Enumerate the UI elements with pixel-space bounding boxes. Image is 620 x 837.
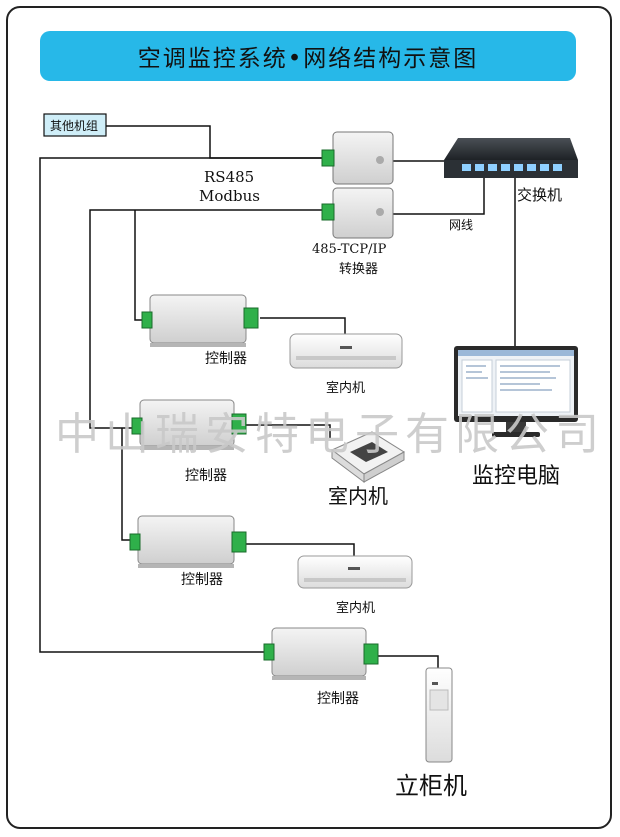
monitor-pc-label: 监控电脑 xyxy=(472,464,561,489)
cabinet-unit xyxy=(425,667,453,763)
title-banner: 空调监控系统•网络结构示意图 xyxy=(40,31,576,81)
indoor-unit-label-1: 室内机 xyxy=(326,381,366,396)
indoor-unit-3 xyxy=(297,555,413,589)
controller-label-1: 控制器 xyxy=(205,351,247,367)
modbus-label: Modbus xyxy=(199,187,260,205)
controller-device-2 xyxy=(131,399,247,450)
wire-branch-ctrl1 xyxy=(134,210,150,321)
controller-label-3: 控制器 xyxy=(181,572,223,588)
indoor-unit-label-3: 室内机 xyxy=(336,601,376,616)
diagram-frame xyxy=(6,6,612,829)
rs485-label: RS485 xyxy=(204,168,255,186)
indoor-unit-1 xyxy=(289,333,403,369)
converter-label-line1: 485-TCP/IP xyxy=(312,242,387,257)
converter-label-line2: 转换器 xyxy=(339,262,379,277)
net-cable-label: 网线 xyxy=(449,218,474,232)
switch-label: 交换机 xyxy=(517,186,563,204)
wire-conv2-switch xyxy=(393,178,485,215)
wire-outer-bus xyxy=(39,157,330,653)
indoor-unit-2-cassette xyxy=(331,431,405,483)
wire-inner-bus xyxy=(89,209,330,429)
other-units-box xyxy=(43,113,107,137)
other-units-label: 其他机组 xyxy=(50,119,99,133)
wire-ctrl1-indoor1 xyxy=(260,317,346,334)
converter-2 xyxy=(321,187,394,239)
wire-ctrl4-cabinet xyxy=(372,655,439,668)
wire-ctrl3-indoor3 xyxy=(240,543,355,556)
monitor-pc xyxy=(454,346,578,437)
controller-label-4: 控制器 xyxy=(317,691,359,707)
indoor-unit-label-2: 室内机 xyxy=(328,484,388,508)
diagram-title: 空调监控系统•网络结构示意图 xyxy=(137,46,479,72)
controller-label-2: 控制器 xyxy=(185,468,227,484)
controller-device-3 xyxy=(129,515,247,568)
controller-device-4 xyxy=(263,627,379,680)
company-watermark: 中山瑞安特电子有限公司 xyxy=(55,409,605,460)
wire-ctrl2-indoor2 xyxy=(236,424,331,438)
converter-1 xyxy=(321,131,394,185)
cabinet-unit-label: 立柜机 xyxy=(395,772,467,800)
wire-other-units xyxy=(106,125,330,159)
network-switch xyxy=(444,138,578,178)
controller-device-1 xyxy=(141,294,259,347)
wire-lines xyxy=(39,125,516,668)
